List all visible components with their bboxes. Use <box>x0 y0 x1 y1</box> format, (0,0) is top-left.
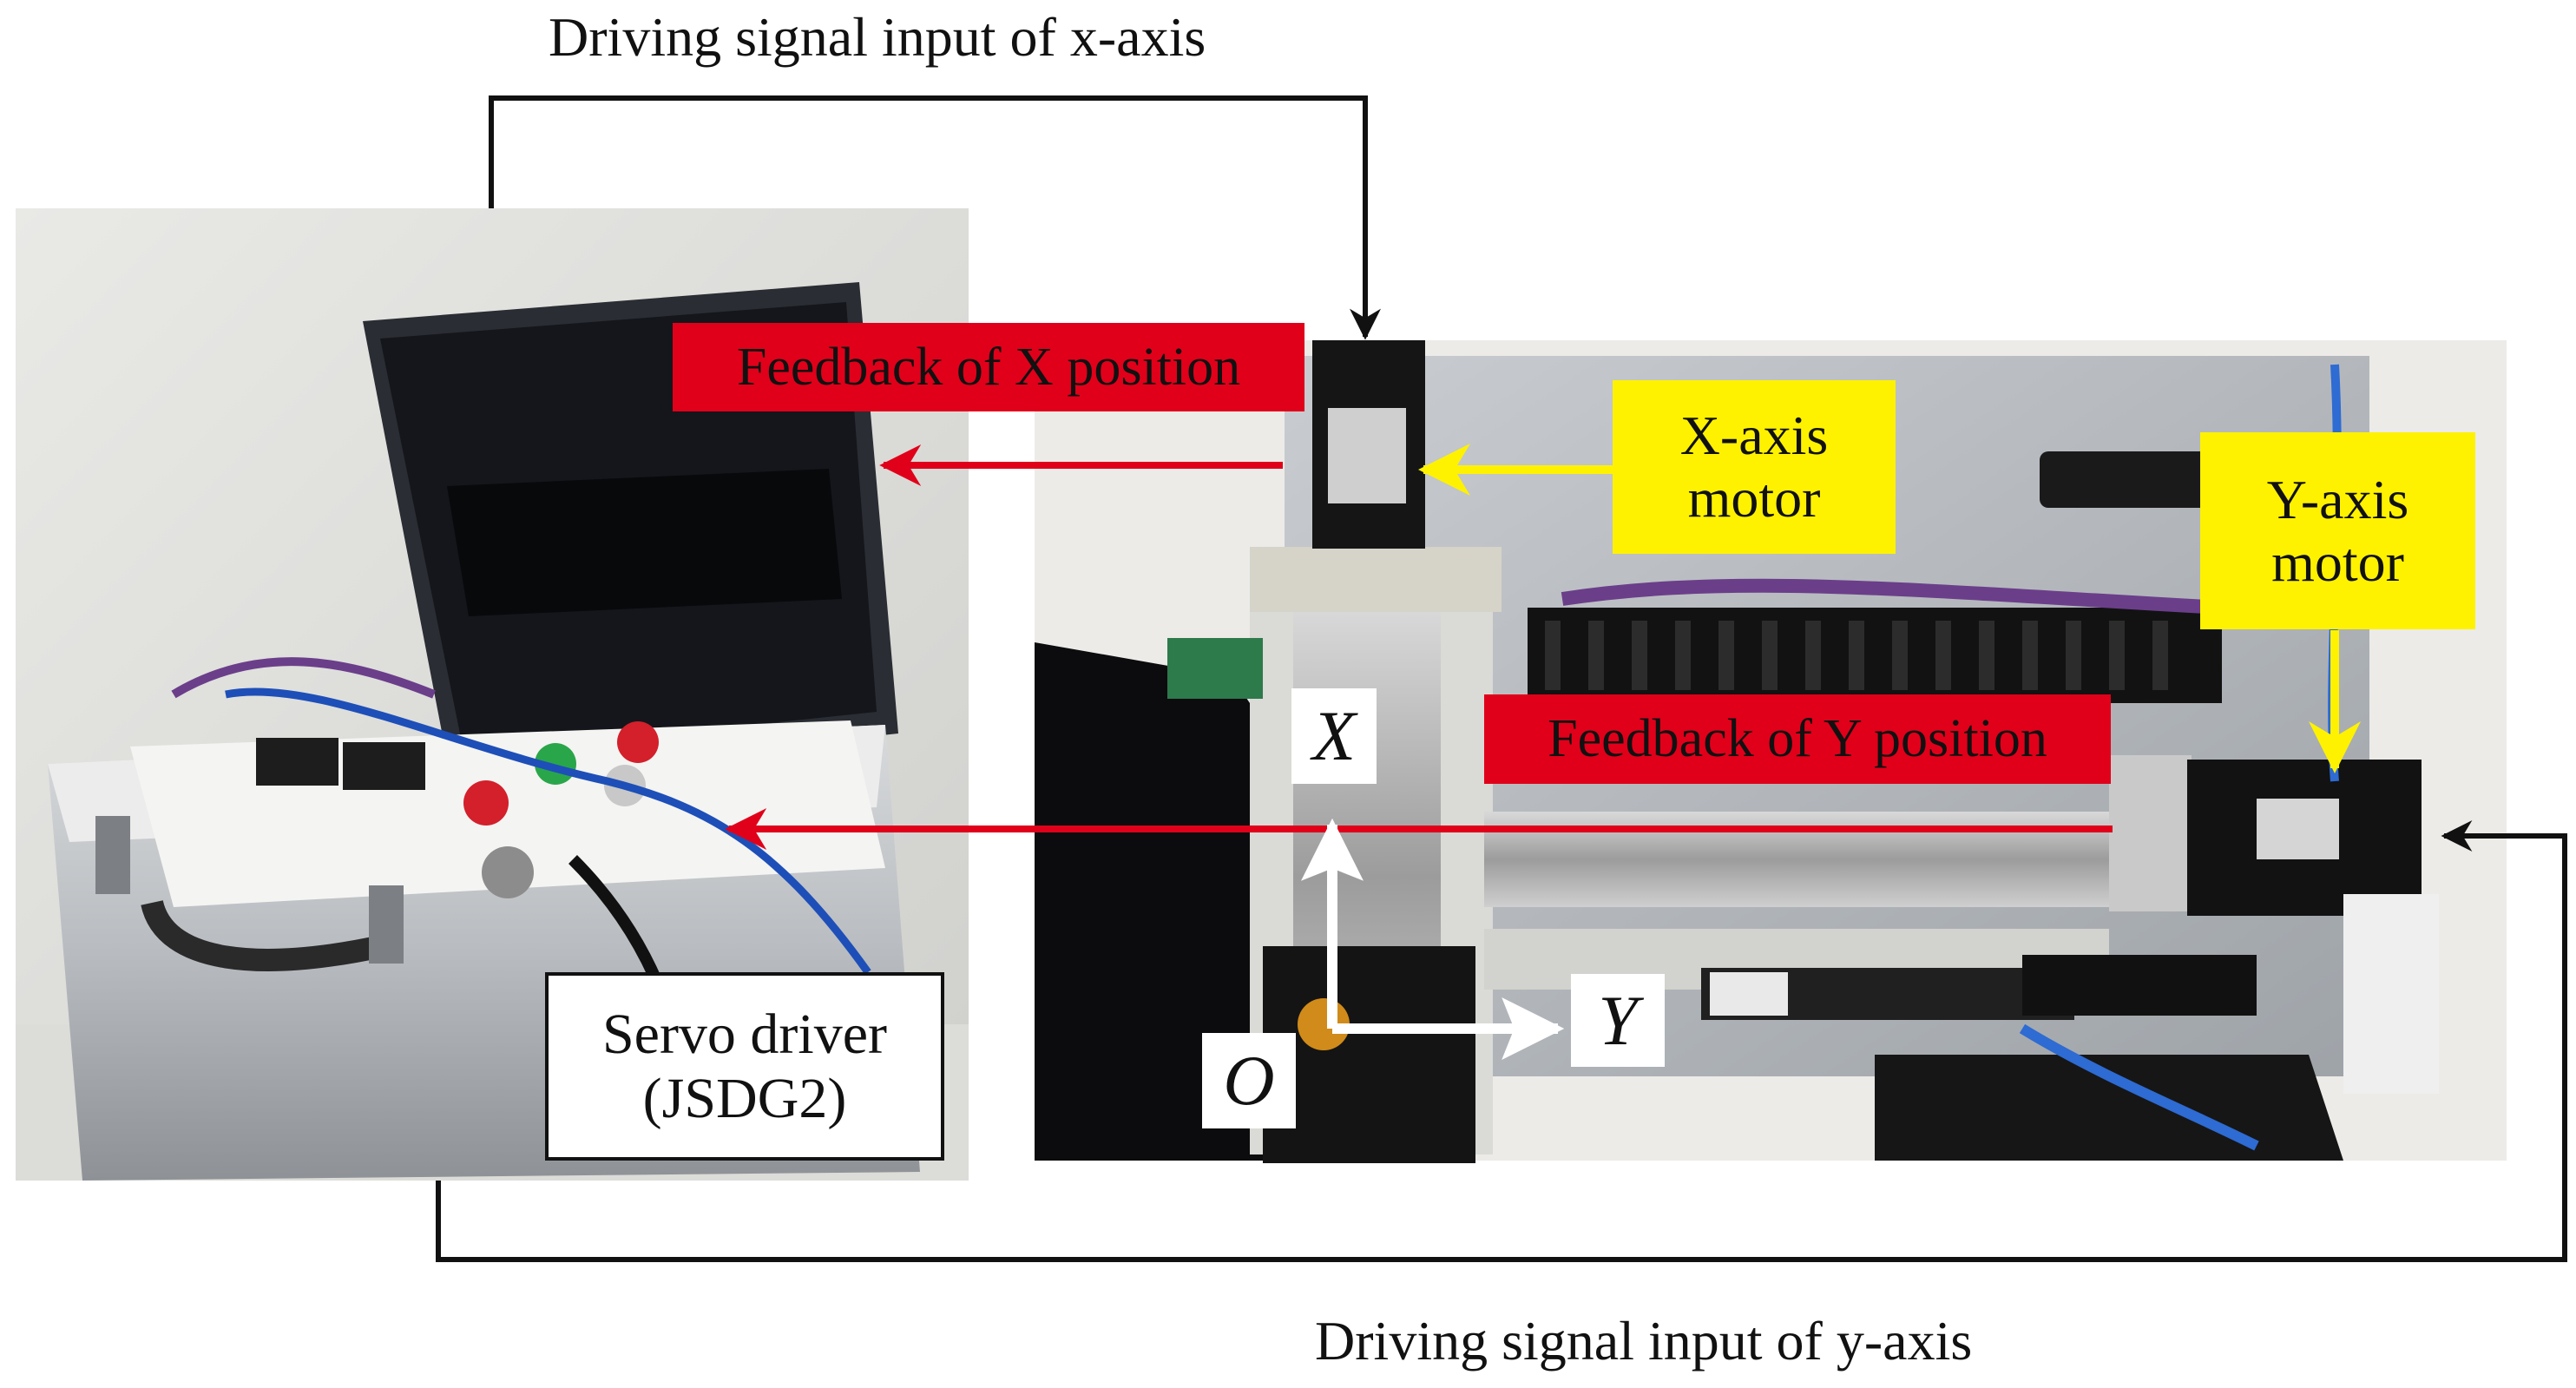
y-drive-signal-path <box>436 820 2567 1262</box>
servo-driver-label: Servo driver (JSDG2) <box>545 972 944 1161</box>
origin-letter: O <box>1202 1033 1296 1128</box>
coordinate-axes <box>1301 818 1565 1060</box>
x-motor-label-line2: motor <box>1687 467 1821 529</box>
servo-label-line2: (JSDG2) <box>642 1066 847 1130</box>
x-axis-motor-label: X-axis motor <box>1613 380 1896 554</box>
servo-label-line1: Servo driver <box>601 1002 888 1066</box>
x-drive-signal-path <box>489 95 1381 340</box>
y-motor-label-line1: Y-axis <box>2266 468 2409 530</box>
feedback-x-label: Feedback of X position <box>673 323 1304 411</box>
x-axis-letter: X <box>1291 688 1377 784</box>
cable-chain-links <box>1545 621 2168 690</box>
y-axis-letter: Y <box>1571 974 1665 1067</box>
x-motor-label-line1: X-axis <box>1679 405 1829 467</box>
y-motor-label-line2: motor <box>2271 530 2404 593</box>
y-drive-signal-label: Driving signal input of y-axis <box>1315 1310 1973 1372</box>
x-drive-signal-label: Driving signal input of x-axis <box>549 6 1206 68</box>
feedback-y-label: Feedback of Y position <box>1484 694 2111 784</box>
y-axis-motor-label: Y-axis motor <box>2200 432 2475 629</box>
